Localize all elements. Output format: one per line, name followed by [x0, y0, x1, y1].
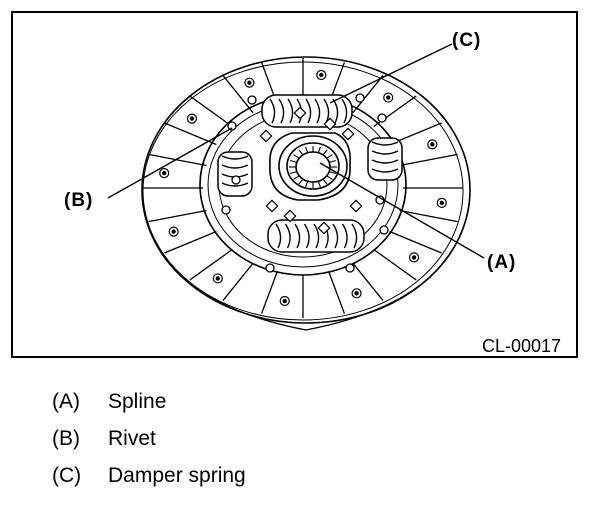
diamond-mark [349, 199, 363, 213]
spline-tooth [293, 175, 300, 180]
facing-rivet-center [439, 200, 445, 206]
facing-segment-line [222, 75, 254, 114]
facing-rivet-center [354, 291, 359, 296]
spline-tooth [329, 159, 336, 163]
spring-coil [371, 141, 399, 146]
plate-rivet-icon [345, 263, 355, 273]
spring-coil [284, 223, 291, 249]
plate-rivet-icon [221, 205, 231, 215]
figure-id: CL-00017 [482, 336, 562, 356]
facing-rivet-center [215, 276, 220, 281]
plate-rivet-icon [377, 113, 387, 123]
spring-coil [287, 98, 294, 124]
diamond-mark [293, 106, 307, 120]
clutch-disc-icon [107, 43, 485, 331]
spline-tooth [329, 171, 336, 175]
spring-coil [303, 223, 310, 249]
spline-tooth [293, 154, 300, 159]
facing-rivet-center [161, 170, 167, 176]
spring-coil [371, 150, 399, 155]
facing-segment-line [148, 153, 207, 167]
spring-coil [371, 159, 399, 164]
plate-rivet-icon [265, 263, 275, 273]
spring-coil [221, 155, 249, 160]
facing-rivet-center [430, 142, 435, 147]
legend-label: Rivet [108, 427, 156, 450]
legend-item-b: (B) Rivet [52, 427, 156, 451]
plate-rivet-icon [231, 175, 241, 185]
facing-rivet-center [319, 72, 324, 78]
spring-coil [351, 223, 358, 249]
facing-rivet-center [411, 255, 417, 260]
legend-key: (A) [52, 390, 80, 413]
facing-segment-line [148, 209, 207, 223]
plate-rivet-icon [355, 93, 365, 103]
facing-segment-line [164, 230, 217, 254]
spring-coil [371, 168, 399, 173]
facing-rivet-center [282, 298, 287, 304]
legend-item-a: (A) Spline [52, 390, 166, 414]
spring-coil [341, 223, 348, 249]
spring-coil [341, 98, 348, 124]
spline-tooth [322, 149, 328, 156]
facing-segment-line [352, 262, 384, 301]
spline-tooth [326, 175, 333, 180]
callout-c: (C) [452, 30, 482, 51]
spring-coil [313, 223, 320, 249]
legend-label: Spline [108, 390, 167, 413]
legend-key: (C) [52, 464, 82, 487]
spline-tooth [298, 178, 304, 185]
spring-coil [278, 98, 285, 124]
legend-key: (B) [52, 427, 80, 450]
spline-tooth [317, 181, 321, 188]
facing-rivet-center [189, 116, 195, 121]
callout-b: (B) [64, 190, 94, 211]
spline-tooth [322, 178, 328, 185]
diamond-mark [317, 221, 331, 235]
legend-item-c: (C) Damper spring [52, 464, 246, 488]
spline-tooth [317, 146, 321, 153]
facing-segment-line [373, 248, 417, 281]
spring-coil [294, 223, 301, 249]
facing-segment-line [399, 209, 458, 223]
facing-rivet-center [247, 80, 252, 85]
facing-segment-line [399, 153, 458, 167]
spring-coil [269, 98, 276, 124]
diamond-mark [341, 127, 355, 141]
spring-coil [221, 164, 249, 169]
spline-tooth [305, 146, 309, 153]
plate-rivet-icon [247, 95, 257, 105]
spring-coil [332, 223, 339, 249]
spline-tooth [326, 154, 333, 159]
facing-segment-line [328, 271, 346, 314]
plate-rivet-icon [379, 225, 389, 235]
legend-label: Damper spring [108, 464, 246, 487]
plate-rivet-icon [227, 121, 237, 131]
diamond-mark [265, 199, 279, 213]
facing-segment-line [352, 75, 384, 114]
spline-tooth [290, 159, 297, 163]
facing-rivet-center [386, 95, 391, 100]
diamond-mark [323, 117, 337, 131]
spline-tooth [298, 149, 304, 156]
facing-segment-line [189, 248, 233, 281]
facing-segment-line [389, 230, 442, 254]
spring-coil [305, 98, 312, 124]
spline-tooth [290, 171, 297, 175]
diamond-mark [259, 129, 273, 143]
facing-segment-line [260, 271, 278, 314]
spring-coil [221, 182, 249, 187]
callout-a: (A) [487, 252, 517, 273]
spring-coil [275, 223, 282, 249]
spline-tooth [305, 181, 309, 188]
facing-segment-line [189, 95, 233, 128]
facing-segment-line [222, 262, 254, 301]
diamond-mark [283, 209, 297, 223]
facing-rivet-center [171, 229, 176, 234]
spring-coil [314, 98, 321, 124]
